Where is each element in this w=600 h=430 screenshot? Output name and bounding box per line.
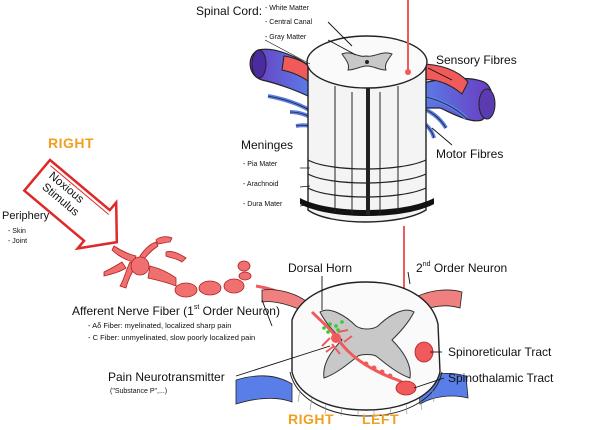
spinal-cord-segment xyxy=(249,35,496,223)
periphery-skin: - Skin xyxy=(8,228,26,235)
top-leader-lines xyxy=(327,21,453,146)
noxious-stimulus-arrow xyxy=(22,158,119,251)
second-order-superscript: nd xyxy=(422,261,431,268)
afferent-suffix: Order Neuron) xyxy=(199,304,280,318)
periphery-joint: - Joint xyxy=(8,238,28,245)
a-delta-fiber-label: - Aδ Fiber: myelinated, localized sharp … xyxy=(88,321,232,330)
afferent-neuron xyxy=(103,236,312,314)
second-order-suffix: Order Neuron xyxy=(430,261,508,275)
pia-mater-label: - Pia Mater xyxy=(243,161,278,168)
sensory-fibres-label: Sensory Fibres xyxy=(436,53,517,67)
substance-p-label: ("Substance P",...) xyxy=(110,388,168,395)
central-canal-label: - Central Canal xyxy=(265,19,313,26)
arachnoid-label: - Arachnoid xyxy=(243,181,279,188)
lower-leader-lines xyxy=(235,271,445,389)
right-label-top: RIGHT xyxy=(48,135,95,151)
afferent-superscript: st xyxy=(193,304,200,311)
second-order-neuron-label: 2nd Order Neuron xyxy=(416,261,508,275)
right-label-bottom: RIGHT xyxy=(288,411,335,427)
afferent-prefix: Afferent Nerve Fiber (1 xyxy=(72,304,194,318)
c-fiber-label: - C Fiber: unmyelinated, slow poorly loc… xyxy=(88,333,256,342)
second-order-prefix: 2 xyxy=(416,261,423,275)
meninges-title: Meninges xyxy=(241,138,294,152)
dura-mater-label: - Dura Mater xyxy=(243,201,283,208)
spinothalamic-tract-label: Spinothalamic Tract xyxy=(448,371,554,385)
cord-cross-section xyxy=(289,281,443,417)
periphery-title: Periphery xyxy=(2,210,50,222)
afferent-nerve-fiber-label: Afferent Nerve Fiber (1st Order Neuron) xyxy=(72,304,280,318)
white-matter-label: - White Matter xyxy=(265,5,309,12)
pain-neurotransmitter-label: Pain Neurotransmitter xyxy=(108,370,225,384)
spinal-cord-title: Spinal Cord: xyxy=(196,4,263,18)
dorsal-horn-label: Dorsal Horn xyxy=(288,261,353,275)
left-label-bottom: LEFT xyxy=(362,411,399,427)
gray-matter-label: - Gray Matter xyxy=(265,34,307,41)
spinoreticular-tract-label: Spinoreticular Tract xyxy=(448,345,552,359)
motor-fibres-label: Motor Fibres xyxy=(436,147,504,161)
